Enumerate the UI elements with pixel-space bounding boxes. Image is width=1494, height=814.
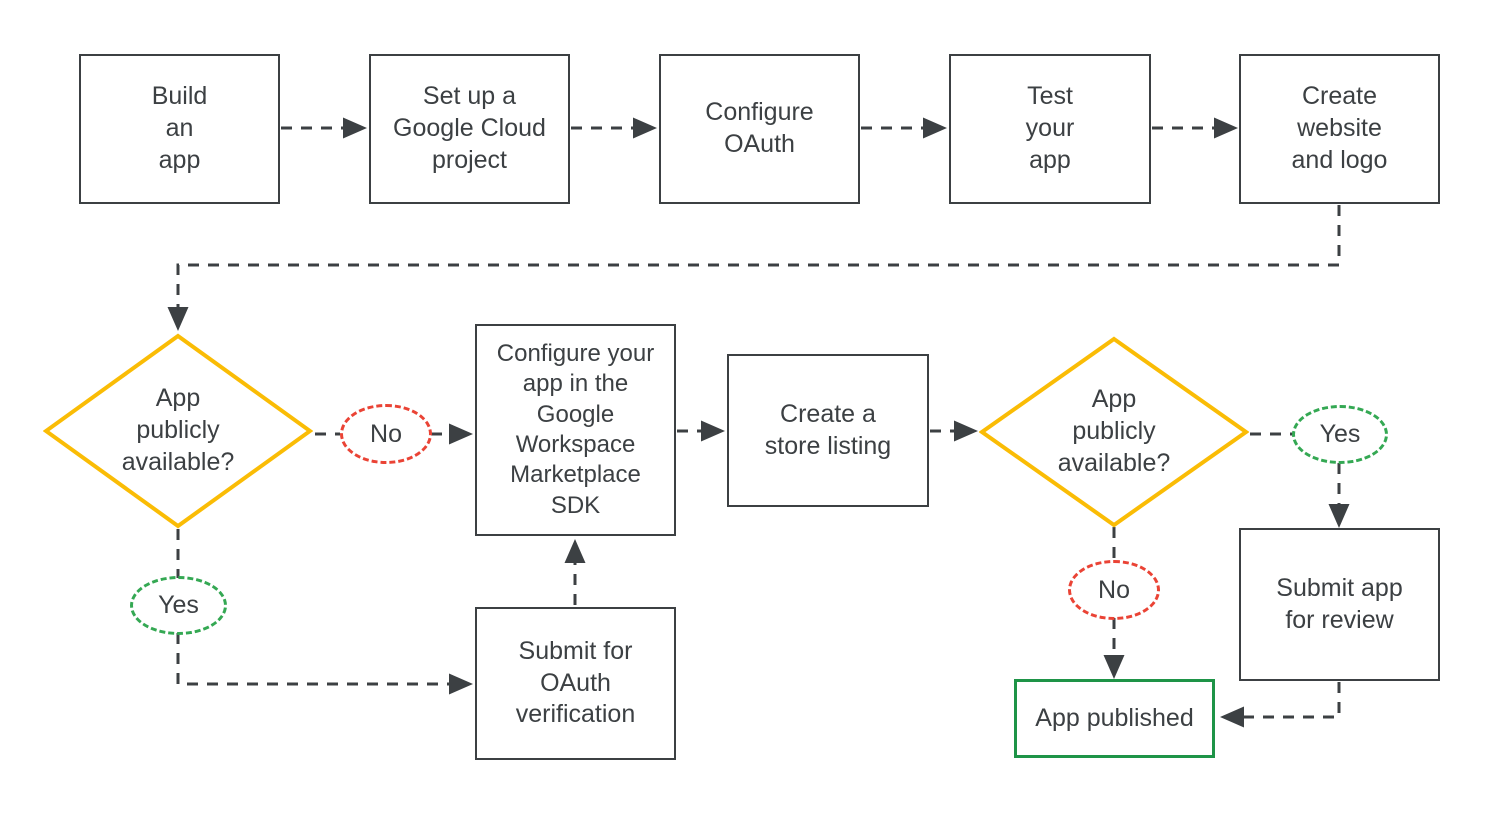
node-test-app-label: Test your app — [1025, 82, 1075, 174]
node-create-website-label: Create website and logo — [1291, 82, 1388, 174]
edge-label-decision2-no: No — [1068, 560, 1160, 620]
edge-label-decision2-yes-text: Yes — [1319, 420, 1361, 448]
node-build-app[interactable]: Build an app — [79, 54, 280, 204]
node-create-listing-label: Create a store listing — [764, 399, 892, 460]
node-decision-public-1-label: App publicly available? — [121, 384, 235, 476]
node-create-listing[interactable]: Create a store listing — [727, 354, 929, 507]
node-submit-oauth-label: Submit for OAuth verification — [515, 636, 636, 729]
decision-diamond-shape — [43, 333, 313, 529]
node-configure-sdk[interactable]: Configure your app in the Google Workspa… — [475, 324, 676, 536]
edge-yes-to-submit-oauth — [176, 633, 473, 695]
node-configure-oauth-label: Configure OAuth — [705, 98, 814, 158]
node-app-published[interactable]: App published — [1014, 679, 1215, 758]
edge-label-decision1-yes-text: Yes — [158, 591, 199, 619]
node-build-app-label: Build an app — [151, 82, 208, 174]
node-create-website[interactable]: Create website and logo — [1239, 54, 1440, 204]
node-submit-review-label: Submit app for review — [1276, 573, 1403, 634]
node-submit-review[interactable]: Submit app for review — [1239, 528, 1440, 681]
node-app-published-label: App published — [1035, 703, 1194, 732]
node-decision-public-2[interactable]: App publicly available? — [979, 336, 1249, 528]
node-setup-project-label: Set up a Google Cloud project — [393, 82, 546, 174]
edge-submit-review-to-app-published — [1220, 682, 1341, 728]
node-configure-sdk-label: Configure your app in the Google Workspa… — [496, 339, 655, 519]
edge-website-to-decision1 — [167, 205, 1341, 331]
edge-label-decision2-yes: Yes — [1292, 405, 1388, 464]
decision-diamond-shape-2 — [979, 336, 1249, 528]
node-setup-project[interactable]: Set up a Google Cloud project — [369, 54, 570, 204]
edge-label-decision1-yes: Yes — [130, 576, 227, 635]
node-decision-public-1[interactable]: App publicly available? — [43, 333, 313, 529]
edge-label-decision1-no: No — [340, 404, 432, 464]
node-test-app[interactable]: Test your app — [949, 54, 1151, 204]
node-configure-oauth[interactable]: Configure OAuth — [659, 54, 860, 204]
edge-label-decision1-no-text: No — [370, 419, 402, 448]
node-submit-oauth[interactable]: Submit for OAuth verification — [475, 607, 676, 760]
node-decision-public-2-label: App publicly available? — [1057, 385, 1171, 477]
edge-label-decision2-no-text: No — [1098, 575, 1130, 604]
